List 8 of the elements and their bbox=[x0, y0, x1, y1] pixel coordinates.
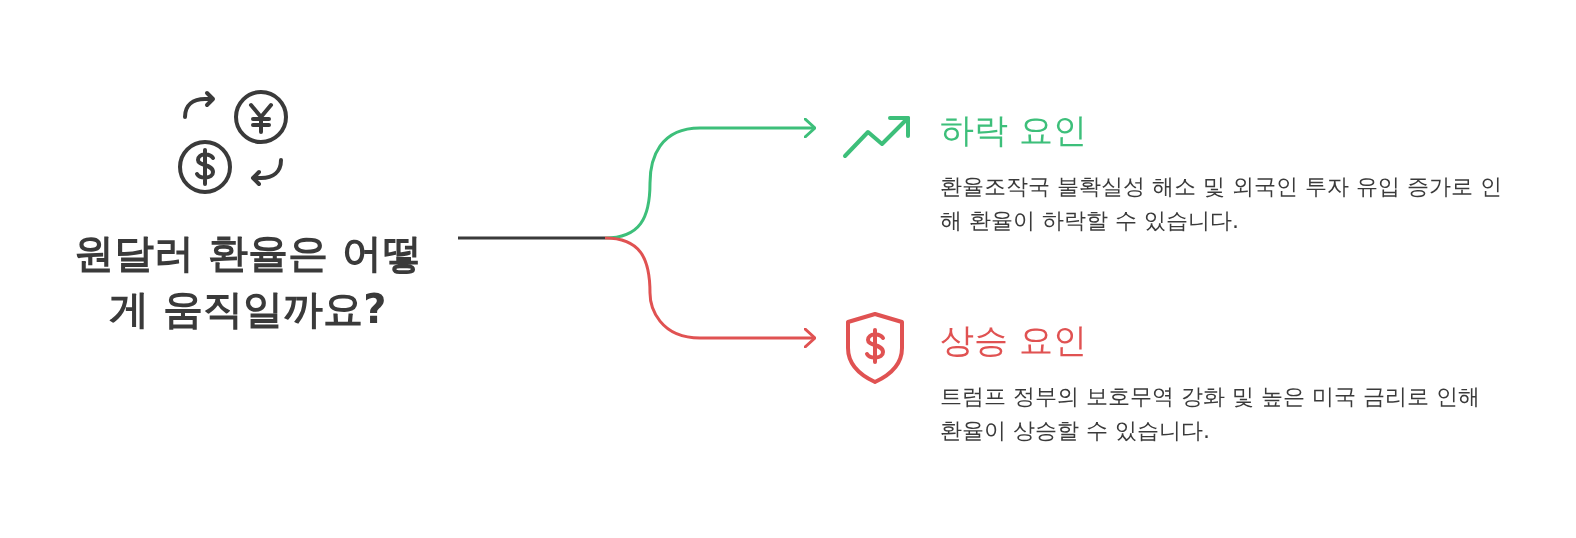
arrow bbox=[604, 117, 817, 240]
connector-line bbox=[458, 236, 605, 240]
heading: 하락 요인 bbox=[940, 109, 1087, 152]
description-text: 트럼프 정부의 보호무역 강화 및 높은 미국 금리로 인해 환율이 상승할 수 있습니다. bbox=[940, 383, 1481, 445]
arrow bbox=[604, 236, 817, 349]
heading: 상승 요인 bbox=[940, 319, 1087, 362]
description-text: 환율조작국 불확실성 해소 및 외국인 투자 유입 증가로 인해 환율이 하락할 수 있습니다. bbox=[940, 173, 1503, 235]
title-text: 원달러 환율은 어떻게 움직일까요? bbox=[73, 229, 423, 334]
